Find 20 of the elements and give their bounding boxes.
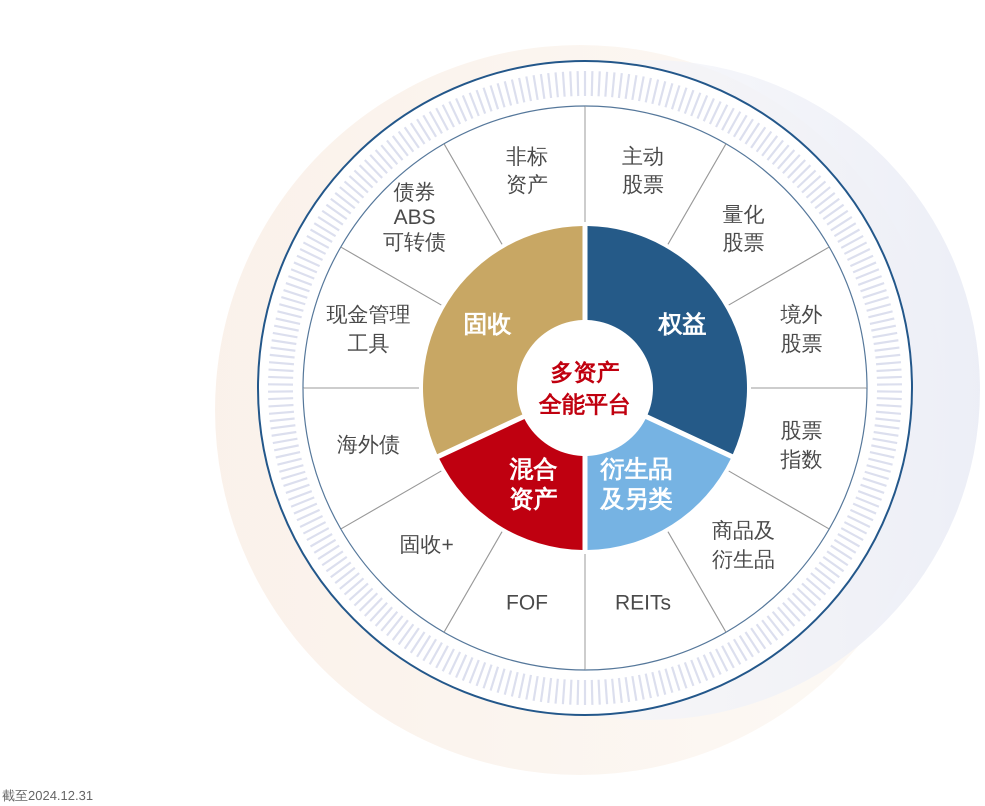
subcategory-label: 商品及衍生品 (711, 518, 776, 574)
subcategory-label: 可转债 (383, 230, 446, 256)
subcategory-label: 境外股票 (780, 302, 823, 358)
hub-title: 多资产全能平台 (539, 358, 631, 419)
subcategory-label: 主动股票 (621, 144, 664, 199)
category-label: 权益 (658, 310, 706, 340)
subcategory-label: 量化股票 (722, 202, 765, 257)
subcategory-label: REITs (614, 591, 671, 618)
subcategory-label: 海外债 (337, 432, 400, 459)
category-label: 混合资产 (508, 455, 558, 516)
subcategory-label: 股票指数 (780, 418, 823, 473)
source-note: 截至2024.12.31 (2, 788, 94, 804)
category-label: 衍生品及另类 (600, 455, 674, 516)
subcategory-label: 现金管理工具 (326, 302, 412, 358)
subcategory-label: ABS (394, 204, 436, 230)
category-label: 固收 (464, 310, 512, 340)
subcategory-label: 非标资产 (506, 144, 549, 199)
subcategory-label: FOF (506, 591, 548, 618)
subcategory-label: 债券 (394, 180, 436, 205)
subcategory-label: 固收+ (399, 533, 454, 560)
